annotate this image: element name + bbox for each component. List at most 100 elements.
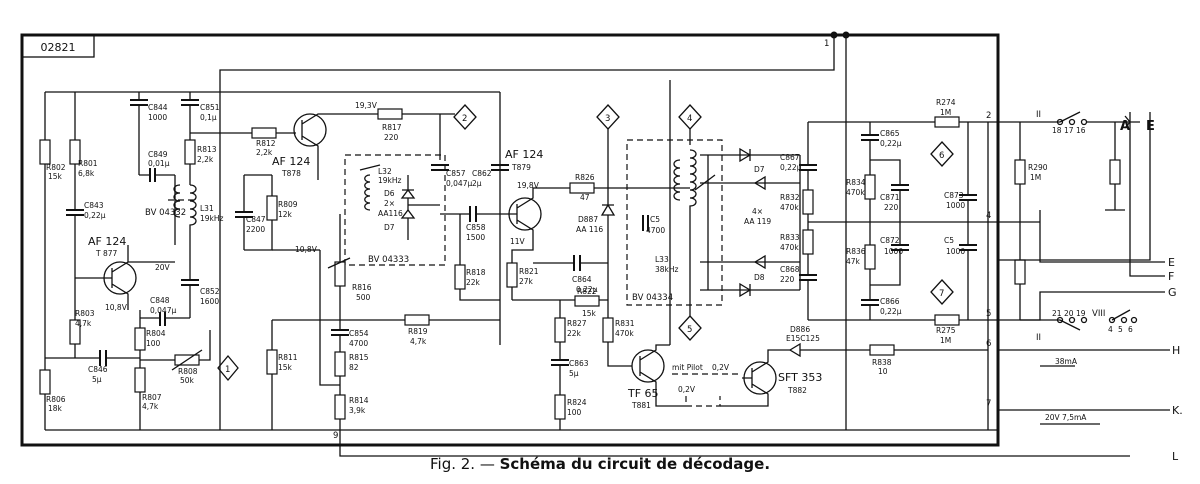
resistor-r832 xyxy=(802,229,814,255)
switch-viii-pin-6: 6 xyxy=(1128,325,1133,334)
l31-ref: L31 xyxy=(200,204,214,213)
c848-ref: C847 xyxy=(246,215,266,224)
r824-ref: R826 xyxy=(575,173,595,182)
node-2-label: 2 xyxy=(462,114,467,124)
l31-value: 19kHz xyxy=(200,214,224,223)
r819-value: 4,7k xyxy=(410,337,427,346)
r806-ref: R806 xyxy=(46,395,66,404)
r818-ref: R818 xyxy=(466,268,486,277)
caption-figure: Fig. 2. xyxy=(429,455,476,473)
r822-value: 15k xyxy=(582,309,597,318)
c5-value: 4700 xyxy=(646,226,665,235)
antenna-a: A xyxy=(1120,119,1130,134)
r808-ref: R808 xyxy=(178,367,198,376)
c862-ref: C863 xyxy=(569,359,589,368)
c864-ref: C865 xyxy=(880,129,900,138)
switch-top-label: II xyxy=(1036,110,1041,120)
diamond-node-5 xyxy=(678,315,702,341)
node-5-label: 5 xyxy=(687,325,692,335)
resistor-r815 xyxy=(334,351,346,377)
v-11v: 11V xyxy=(510,237,526,246)
v-10-8v-a: 10,8V xyxy=(105,303,128,312)
r274-ref-real: R290 xyxy=(1028,163,1048,172)
r827-ref: R831 xyxy=(615,319,635,328)
c865-value: 0,22µ xyxy=(880,307,902,316)
r826-ref: R827 xyxy=(567,319,587,328)
r821-value: 27k xyxy=(519,277,534,286)
c854-ref: C857 xyxy=(446,169,466,178)
r801-value: 6,8k xyxy=(78,169,95,178)
coil-l31 xyxy=(189,184,197,260)
d7b-type: AA 119 xyxy=(744,217,771,226)
r816-value: 500 xyxy=(356,293,371,302)
r812-value: 2,2k xyxy=(197,155,214,164)
r836-value: 1M xyxy=(940,108,951,117)
r814-ref: R814 xyxy=(349,396,369,405)
c863-ref: C864 xyxy=(572,275,592,284)
r838-value: 10 xyxy=(878,367,888,376)
c872-value: 1000 xyxy=(946,201,965,210)
r818-value: 22k xyxy=(466,278,481,287)
c843-ref: C843 xyxy=(84,201,104,210)
t881-type: TF 65 xyxy=(627,387,659,400)
v-0-2v-a: 0,2V xyxy=(712,363,730,372)
l32-value: 19kHz xyxy=(378,176,402,185)
resistor-r838 xyxy=(869,344,895,356)
r838-ref: R838 xyxy=(872,358,892,367)
current-20v-7-5ma: 20V 7,5mA xyxy=(1045,413,1087,422)
c846-value: 5µ xyxy=(92,375,102,384)
output-h: H xyxy=(1172,344,1180,357)
r801-ref: R801 xyxy=(78,159,98,168)
transistor-t878 xyxy=(293,113,327,147)
switch-bottom-pin-19: 19 xyxy=(1076,309,1086,318)
t882-ref: T882 xyxy=(787,386,807,395)
d886-type: E15C125 xyxy=(786,334,820,343)
resistor-r833 xyxy=(864,174,876,200)
v-20v-a: 20V xyxy=(155,263,171,272)
node-7-label: 7 xyxy=(939,289,944,299)
t882-type: SFT 353 xyxy=(778,371,822,384)
node-6-label: 6 xyxy=(939,151,944,161)
node-1-label: 1 xyxy=(225,365,230,375)
r821-ref: R821 xyxy=(519,267,539,276)
antenna-e: E xyxy=(1146,119,1155,134)
resistor-r274 xyxy=(1014,159,1026,185)
c871-ref: C872 xyxy=(880,236,900,245)
resistor-r831 xyxy=(802,189,814,215)
output-k: K. xyxy=(1172,404,1183,417)
r813-ref: R812 xyxy=(256,139,276,148)
switch-top-pin-17: 17 xyxy=(1064,126,1074,135)
c873-value: 1000 xyxy=(946,247,965,256)
transistor-t879 xyxy=(508,197,542,231)
c868-value: 220 xyxy=(884,203,899,212)
bv04332-label: BV 04332 xyxy=(145,208,186,218)
c849-ref: C849 xyxy=(148,150,168,159)
c867-value: 220 xyxy=(780,275,795,284)
diamond-node-7 xyxy=(930,279,954,305)
resistor-r817 xyxy=(377,108,403,120)
resistor-r802 xyxy=(39,139,51,165)
r836-ref-real: R274 xyxy=(936,98,956,107)
t878-type: AF 124 xyxy=(272,155,310,168)
r804-value: 100 xyxy=(146,339,161,348)
r815-ref: R815 xyxy=(349,353,369,362)
resistor-r826 xyxy=(554,317,566,343)
d886-ref: D886 xyxy=(790,325,810,334)
output-g: G xyxy=(1168,286,1177,299)
d7-ref-b: D7 xyxy=(754,165,765,174)
l33-value: 38kHz xyxy=(655,265,679,274)
r814-value: 3,9k xyxy=(349,406,366,415)
d6-ref: D6 xyxy=(384,189,395,198)
v-0-2v-b: 0,2V xyxy=(678,385,696,394)
switch-top-pin-18: 18 xyxy=(1052,126,1062,135)
board-id: 02821 xyxy=(41,41,76,54)
r834-value: 47k xyxy=(846,257,861,266)
r831-value: 470k xyxy=(780,203,799,212)
l33-ref: L33 xyxy=(655,255,669,264)
c858-value: 2µ xyxy=(472,179,482,188)
r803-value: 4,7k xyxy=(75,319,92,328)
c851-value: 1600 xyxy=(200,297,219,306)
caption-dash: — xyxy=(475,455,500,473)
c857-value: 1500 xyxy=(466,233,485,242)
r833-value: 470k xyxy=(846,188,865,197)
